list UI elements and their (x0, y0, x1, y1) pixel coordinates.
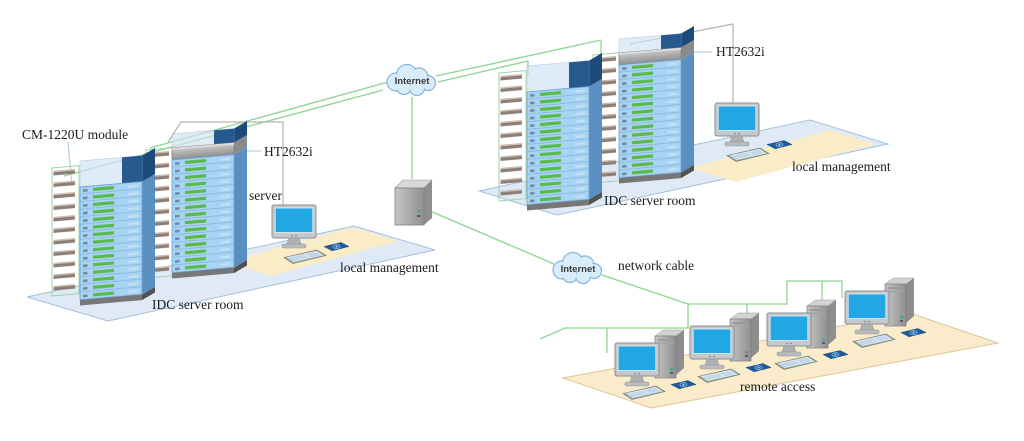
local-management-label-left: local management (340, 260, 439, 275)
cm-1220u-module-label: CM-1220U module (22, 127, 128, 142)
idc-right-mat (690, 130, 876, 182)
internet-cloud-top-label: Internet (395, 76, 431, 87)
ht2632i-label-right: HT2632i (716, 44, 765, 59)
server-label: server (249, 188, 282, 203)
local-management-label-right: local management (792, 159, 891, 174)
network-cable-label: network cable (618, 258, 694, 273)
remote-access-label: remote access (740, 379, 815, 394)
idc-server-room-label-left: IDC server room (152, 297, 244, 312)
internet-cloud-bottom-label: Internet (561, 264, 597, 275)
gateway-server-box (394, 179, 433, 226)
ht2632i-label-left: HT2632i (264, 144, 313, 159)
idc-server-room-label-right: IDC server room (604, 193, 696, 208)
